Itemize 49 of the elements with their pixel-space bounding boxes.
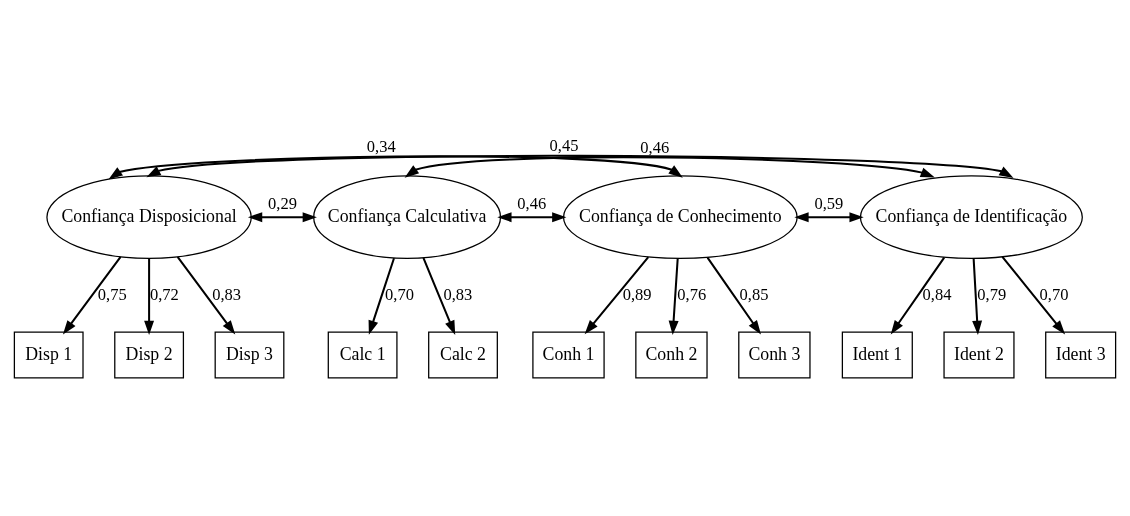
edge-label: 0,72 bbox=[149, 284, 179, 304]
edge-label: 0,46 bbox=[517, 193, 547, 213]
arrow bbox=[497, 212, 567, 223]
arrow bbox=[368, 258, 395, 335]
node-box: Disp 2 bbox=[114, 331, 185, 379]
node-ellipse: Confiança Calculativa bbox=[313, 175, 502, 260]
edge-label: 0,83 bbox=[212, 284, 242, 304]
arrow bbox=[144, 258, 155, 335]
arrow bbox=[248, 212, 317, 223]
edge-label: 0,46 bbox=[640, 138, 670, 157]
edge-label: 0,70 bbox=[1039, 284, 1069, 304]
edge-label: 0,59 bbox=[814, 193, 844, 213]
edge-label: 0,75 bbox=[97, 284, 127, 304]
node-box: Conh 2 bbox=[635, 331, 708, 379]
node-ellipse: Confiança de Conhecimento bbox=[562, 175, 798, 260]
edge-label: 0,70 bbox=[385, 284, 414, 304]
arrow bbox=[62, 256, 122, 335]
node-box: Calc 1 bbox=[327, 331, 398, 379]
node-box: Ident 3 bbox=[1045, 331, 1117, 379]
node-box: Conh 3 bbox=[738, 331, 811, 379]
edge-label: 0,85 bbox=[739, 284, 769, 304]
edge-label: 0,34 bbox=[366, 136, 396, 156]
arrow bbox=[584, 256, 650, 335]
arrow bbox=[794, 212, 864, 223]
node-box: Conh 1 bbox=[532, 331, 605, 379]
arrow bbox=[176, 256, 236, 335]
node-box: Disp 3 bbox=[214, 331, 285, 379]
node-box: Disp 1 bbox=[13, 331, 84, 379]
arrow bbox=[1001, 256, 1066, 335]
node-ellipse: Confiança de Identificação bbox=[859, 175, 1083, 260]
node-ellipse: Confiança Disposicional bbox=[46, 175, 252, 260]
arrow bbox=[422, 257, 456, 335]
edge-label: 0,83 bbox=[443, 284, 473, 304]
node-box: Ident 2 bbox=[943, 331, 1015, 379]
arrow bbox=[404, 156, 935, 178]
edge-label: 0,84 bbox=[922, 284, 952, 304]
edge-label: 0,79 bbox=[977, 284, 1007, 304]
arrow bbox=[890, 257, 945, 335]
edge-label: 0,76 bbox=[677, 284, 707, 304]
arrow bbox=[972, 258, 983, 335]
arrow bbox=[706, 256, 761, 335]
arrow bbox=[108, 155, 683, 180]
node-box: Calc 2 bbox=[428, 331, 498, 379]
arrow bbox=[146, 154, 1014, 178]
edge-label: 0,29 bbox=[268, 193, 297, 213]
arrow bbox=[668, 258, 679, 335]
edge-label: 0,45 bbox=[549, 136, 579, 156]
edge-label: 0,89 bbox=[622, 284, 652, 304]
node-box: Ident 1 bbox=[841, 331, 913, 379]
